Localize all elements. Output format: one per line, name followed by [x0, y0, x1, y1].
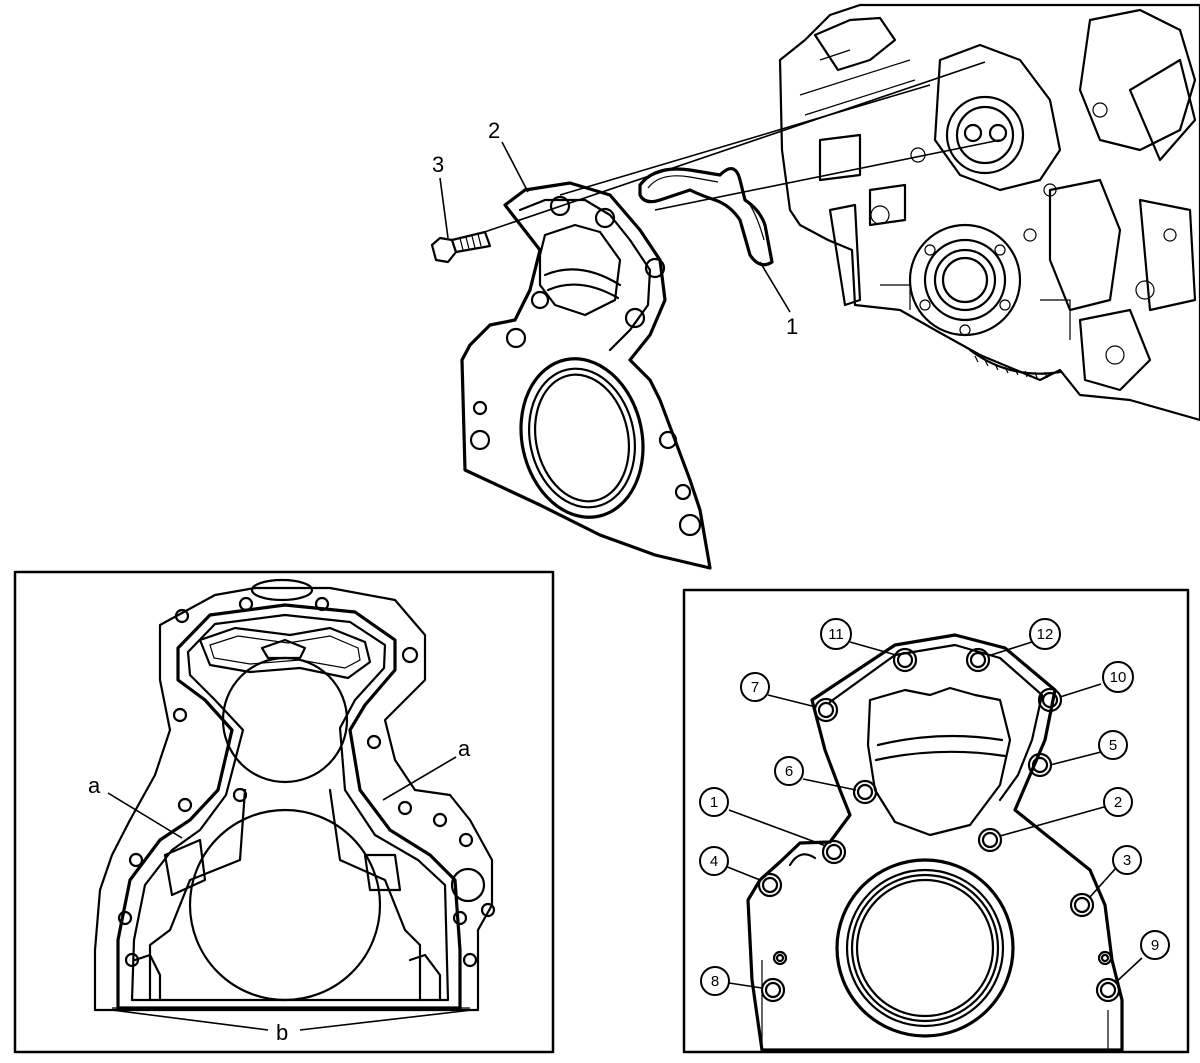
svg-text:12: 12: [1037, 626, 1054, 643]
svg-text:3: 3: [1123, 852, 1131, 869]
bolt-number-2: 2: [1103, 787, 1133, 817]
bolt-number-4: 4: [699, 846, 729, 876]
bolt-sequence-panel: 1 2 3 4 5 6 7 8 9 10 11 12: [682, 588, 1190, 1054]
svg-text:10: 10: [1110, 669, 1127, 686]
svg-text:11: 11: [828, 626, 844, 643]
bolt-number-3: 3: [1112, 845, 1142, 875]
label-a-right: a: [458, 736, 471, 761]
svg-text:5: 5: [1109, 737, 1117, 754]
exploded-view: 2 3 1: [430, 3, 1200, 570]
svg-text:2: 2: [1114, 794, 1122, 811]
label-a-left: a: [88, 773, 101, 798]
svg-text:1: 1: [710, 794, 718, 811]
bolt: [430, 230, 492, 264]
seal-detail-panel: a a b: [13, 570, 555, 1054]
engine-block: [778, 3, 1200, 422]
label-b: b: [276, 1020, 288, 1045]
bolt-number-8: 8: [700, 966, 730, 996]
callout-1: 1: [786, 314, 798, 339]
svg-text:9: 9: [1151, 937, 1159, 954]
bolt-number-10: 10: [1102, 661, 1134, 693]
bolt-number-12: 12: [1029, 618, 1061, 650]
bolt-heads: [757, 647, 1121, 1003]
bolt-number-9: 9: [1140, 930, 1170, 960]
bolt-number-11: 11: [820, 618, 852, 650]
bolt-number-5: 5: [1098, 730, 1128, 760]
callout-3: 3: [432, 152, 444, 177]
callout-2: 2: [488, 118, 500, 143]
gasket: [638, 167, 774, 267]
svg-text:7: 7: [751, 679, 759, 696]
bolt-number-7: 7: [740, 672, 770, 702]
svg-text:6: 6: [785, 763, 793, 780]
svg-text:4: 4: [710, 853, 718, 870]
rear-cover: [460, 181, 712, 570]
bolt-number-1: 1: [699, 787, 729, 817]
bolt-number-6: 6: [774, 756, 804, 786]
svg-text:8: 8: [711, 973, 719, 990]
